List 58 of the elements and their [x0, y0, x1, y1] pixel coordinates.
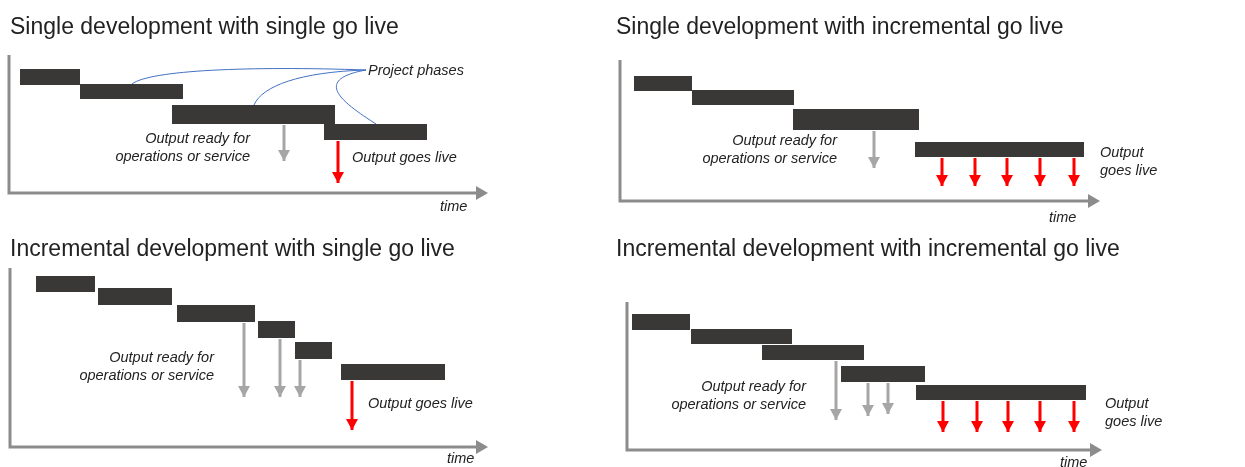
arrow	[294, 360, 306, 397]
annotation-label: Project phases	[368, 61, 464, 80]
phase-bar	[692, 90, 794, 105]
phase-bar	[793, 109, 919, 130]
annotation-text: Output ready for operations or service	[114, 129, 250, 166]
arrow	[1002, 401, 1014, 432]
annotation-text: Output goes live	[352, 148, 457, 167]
phase-bar	[634, 76, 692, 91]
panel-title: Incremental development with single go live	[10, 234, 455, 263]
arrow	[346, 381, 358, 430]
panel-title: Single development with single go live	[10, 12, 399, 41]
phase-bar	[172, 105, 335, 124]
arrow	[936, 158, 948, 186]
arrow	[332, 141, 344, 183]
phase-bar	[324, 124, 427, 140]
phase-bar	[341, 364, 445, 380]
arrow	[1068, 158, 1080, 186]
arrow	[971, 401, 983, 432]
panel-title: Incremental development with incremental go live	[616, 234, 1120, 263]
arrow	[882, 383, 894, 414]
phase-bar	[691, 329, 792, 344]
leader-line	[336, 69, 377, 125]
arrow	[1068, 401, 1080, 432]
arrow	[274, 339, 286, 397]
phase-bar	[916, 385, 1086, 400]
annotation-text: Output ready for operations or service	[78, 348, 214, 385]
arrow	[1001, 158, 1013, 186]
arrow	[937, 401, 949, 432]
phase-bar	[915, 142, 1084, 157]
phase-bar	[98, 288, 172, 305]
arrow	[969, 158, 981, 186]
axis-label: time	[440, 197, 468, 216]
arrow	[868, 131, 880, 168]
arrow	[278, 125, 290, 161]
arrow	[238, 323, 250, 397]
phase-bar	[258, 321, 295, 338]
annotation-text: Output goes live	[1105, 394, 1164, 431]
arrow	[830, 361, 842, 420]
annotation-text: Output ready for operations or service	[670, 377, 806, 414]
arrow	[862, 383, 874, 416]
axis-label: time	[1049, 208, 1077, 227]
axis-label: time	[1060, 453, 1088, 467]
annotation-text: Output ready for operations or service	[701, 131, 837, 168]
annotation-text: Output goes live	[368, 394, 473, 413]
phase-bar	[36, 276, 95, 292]
panel-title: Single development with incremental go live	[616, 12, 1064, 41]
phase-bar	[20, 69, 80, 85]
arrow	[1034, 401, 1046, 432]
annotation-text: Output goes live	[1100, 143, 1159, 180]
phase-bar	[632, 314, 690, 330]
axis-label: time	[447, 449, 475, 467]
phase-bar	[177, 305, 255, 322]
leader-line	[253, 69, 367, 106]
phase-bar	[295, 342, 332, 359]
phase-bar	[80, 84, 183, 99]
phase-bar	[762, 345, 864, 360]
arrow	[1034, 158, 1046, 186]
phase-bar	[841, 366, 925, 382]
